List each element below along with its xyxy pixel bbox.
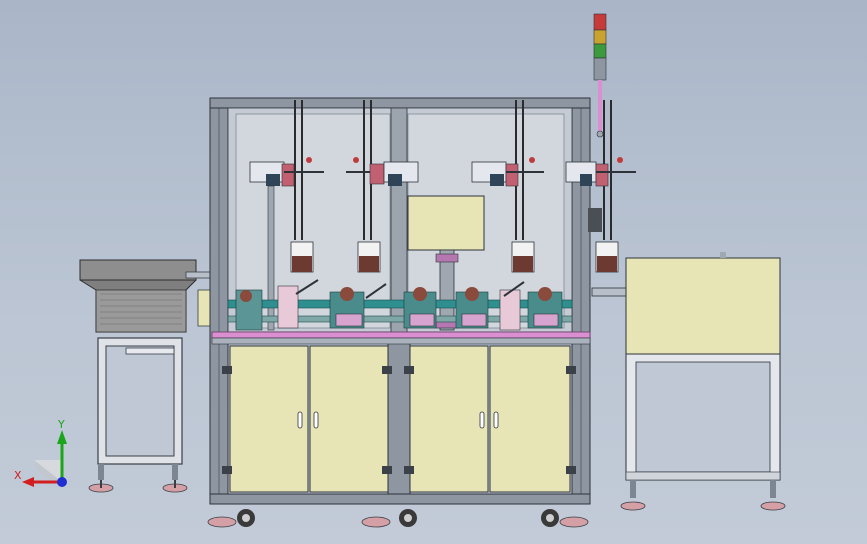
sensor-head-right-1 [471,157,544,187]
cabinet-doors [222,345,576,493]
central-control-panel [407,195,485,331]
y-axis-label: Y [57,418,65,431]
press-units [290,208,619,273]
vibratory-bowl-feeder [79,259,213,493]
assembly-stations [227,279,573,331]
x-axis-arrowhead [22,477,34,487]
discharge-conveyor-unit [591,252,786,511]
z-axis-marker [57,477,67,487]
x-axis-label: X [14,469,22,482]
sensor-head-right-2 [565,157,636,187]
y-axis-arrowhead [57,430,67,444]
table-support-beam [211,337,591,345]
coordinate-triad: Y X [14,418,67,487]
signal-tower [593,13,607,138]
sensor-head-left-2 [346,157,419,186]
casters [207,509,589,528]
work-table-plate [211,331,591,339]
sensor-head-left-1 [249,157,324,331]
